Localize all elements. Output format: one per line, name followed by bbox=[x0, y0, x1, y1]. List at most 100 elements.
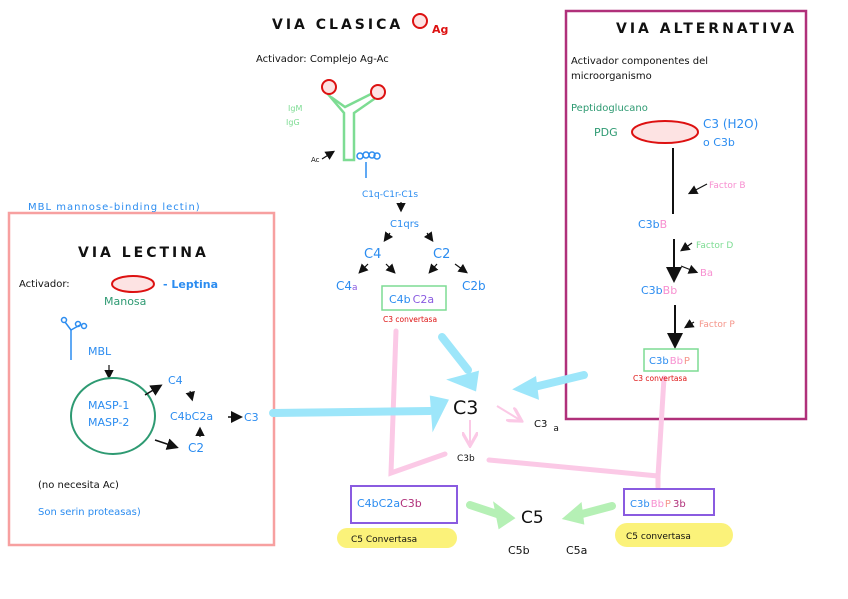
mbl-icon bbox=[60, 316, 88, 360]
c2b-label: C2b bbox=[462, 279, 486, 293]
c3b-b-label: C3bB bbox=[638, 218, 667, 231]
c1-complex-label: C1q-C1r-C1s bbox=[362, 190, 418, 200]
green-arrow-from-left bbox=[466, 501, 504, 519]
center-c5b-label: C5b bbox=[508, 544, 530, 557]
peptidoglycan-label: Peptidoglucano bbox=[571, 103, 648, 114]
masp1-label: MASP-1 bbox=[88, 399, 129, 412]
c1qrs-label: C1qrs bbox=[390, 219, 419, 230]
lectina-activator-label: Activador: bbox=[19, 279, 70, 290]
arrow-c4-to-c4bc2a bbox=[185, 390, 195, 402]
mannose-icon bbox=[111, 275, 155, 293]
masp-ellipse bbox=[70, 377, 156, 455]
center-c3-label: C3 bbox=[453, 397, 478, 419]
arrow-c4-to-c4a bbox=[358, 263, 369, 274]
igg-label: IgG bbox=[286, 118, 300, 127]
green-arrowhead-right bbox=[561, 502, 585, 525]
mbl-header-note: MBL mannose-binding lectin) bbox=[28, 202, 201, 213]
arrow-c1qrs-to-c4 bbox=[383, 231, 394, 242]
factor-p-label: Factor P bbox=[699, 320, 735, 330]
ba-label: Ba bbox=[700, 268, 713, 279]
c1-complex-icon bbox=[356, 151, 381, 178]
green-arrow-from-right bbox=[578, 502, 616, 518]
lectina-c4-label: C4 bbox=[168, 374, 183, 387]
c3-convertase-alt-box bbox=[643, 348, 699, 372]
arrow-masp-to-c4 bbox=[144, 384, 163, 396]
c3-convertase-classic-label: C3 convertasa bbox=[383, 315, 437, 324]
pdg-icon bbox=[631, 120, 699, 144]
c5-convertase-left-highlight bbox=[337, 528, 457, 548]
c3h2o-label: C3 (H2O) bbox=[703, 117, 758, 131]
c3-convertase-classic-box bbox=[381, 285, 447, 311]
pink-line-right bbox=[486, 375, 667, 479]
lectin-label: - Leptina bbox=[163, 278, 218, 291]
green-arrows bbox=[466, 501, 616, 530]
c4-label: C4 bbox=[364, 247, 381, 262]
c2-label: C2 bbox=[433, 247, 450, 262]
c3b-bb-label: C3bBb bbox=[641, 284, 677, 297]
mannose-label: Manosa bbox=[104, 295, 146, 308]
c5-convertase-left-box bbox=[350, 485, 458, 524]
pdg-label: PDG bbox=[594, 126, 618, 139]
igm-label: IgM bbox=[288, 104, 302, 113]
center-c5a-label: C5a bbox=[566, 544, 587, 557]
lectina-c2-label: C2 bbox=[188, 441, 204, 455]
antibody-icon bbox=[326, 91, 378, 162]
c3-convertase-alt: C3bBbP bbox=[649, 356, 690, 367]
pink-line-left bbox=[388, 328, 448, 477]
arrow-factor-d bbox=[680, 241, 693, 252]
ac-label: Ac bbox=[311, 156, 320, 164]
c5-convertase-left-label: C5 Convertasa bbox=[351, 535, 417, 545]
c3-convertase-alt-label: C3 convertasa bbox=[633, 374, 687, 383]
cyan-arrow-from-lectina bbox=[269, 407, 434, 417]
center-c5-label: C5 bbox=[521, 508, 544, 528]
arrow-c2-to-conv bbox=[428, 263, 439, 274]
cyan-arrows bbox=[269, 333, 588, 433]
lectina-title: VIA LECTINA bbox=[78, 245, 209, 261]
pink-connectors bbox=[388, 328, 667, 490]
alternativa-title: VIA ALTERNATIVA bbox=[616, 21, 797, 37]
lectina-c3-label: C3 bbox=[244, 411, 259, 424]
cyan-arrow-from-alternativa bbox=[526, 371, 588, 392]
arrow-to-ba bbox=[680, 264, 699, 274]
ac-arrow bbox=[321, 150, 336, 160]
c5-convertase-left: C4bC2aC3b bbox=[357, 497, 422, 510]
c4a-label: C4a bbox=[336, 279, 358, 293]
arrow-c1qrs-to-c2 bbox=[423, 231, 434, 242]
antigen-left-icon bbox=[321, 79, 337, 95]
lectina-note-no-ac: (no necesita Ac) bbox=[38, 480, 119, 491]
masp2-label: MASP-2 bbox=[88, 416, 129, 429]
antigen-icon bbox=[412, 13, 428, 29]
arrow-factor-p bbox=[683, 319, 695, 329]
factor-d-label: Factor D bbox=[696, 241, 733, 251]
alternativa-box bbox=[564, 9, 808, 421]
cyan-arrowhead-clasica bbox=[446, 370, 480, 392]
c5-convertase-right-box bbox=[623, 488, 715, 516]
c5-convertase-right-highlight bbox=[615, 523, 733, 547]
c5-convertase-right-label: C5 convertasa bbox=[626, 532, 691, 542]
clasica-activator: Activador: Complejo Ag-Ac bbox=[256, 54, 389, 65]
arrow-c4-to-conv bbox=[385, 263, 396, 274]
alternativa-activator-1: Activador componentes del bbox=[571, 56, 708, 67]
cyan-arrowhead-lectina bbox=[429, 395, 449, 433]
arrow-factor-b bbox=[687, 183, 708, 195]
lectina-c4bc2a-label: C4bC2a bbox=[170, 410, 213, 423]
factor-b-label: Factor B bbox=[709, 181, 746, 191]
cyan-arrowhead-alternativa bbox=[512, 375, 540, 400]
arrow-masp-to-c2 bbox=[154, 438, 179, 450]
c3b-or-label: o C3b bbox=[703, 136, 735, 149]
lectina-note-serine: Son serin proteasas) bbox=[38, 507, 141, 518]
alternativa-activator-2: microorganismo bbox=[571, 71, 652, 82]
arrow-c2-to-c2b bbox=[454, 263, 468, 274]
lectina-box bbox=[7, 211, 276, 547]
clasica-title: VIA CLASICA bbox=[272, 17, 403, 33]
antigen-right-icon bbox=[370, 84, 386, 100]
arrow-c3-to-c3a bbox=[496, 405, 520, 420]
mbl-label: MBL bbox=[88, 345, 112, 358]
cyan-arrow-from-clasica bbox=[438, 333, 472, 374]
green-arrowhead-left bbox=[493, 501, 516, 530]
center-c3b-label: C3b bbox=[457, 454, 475, 464]
